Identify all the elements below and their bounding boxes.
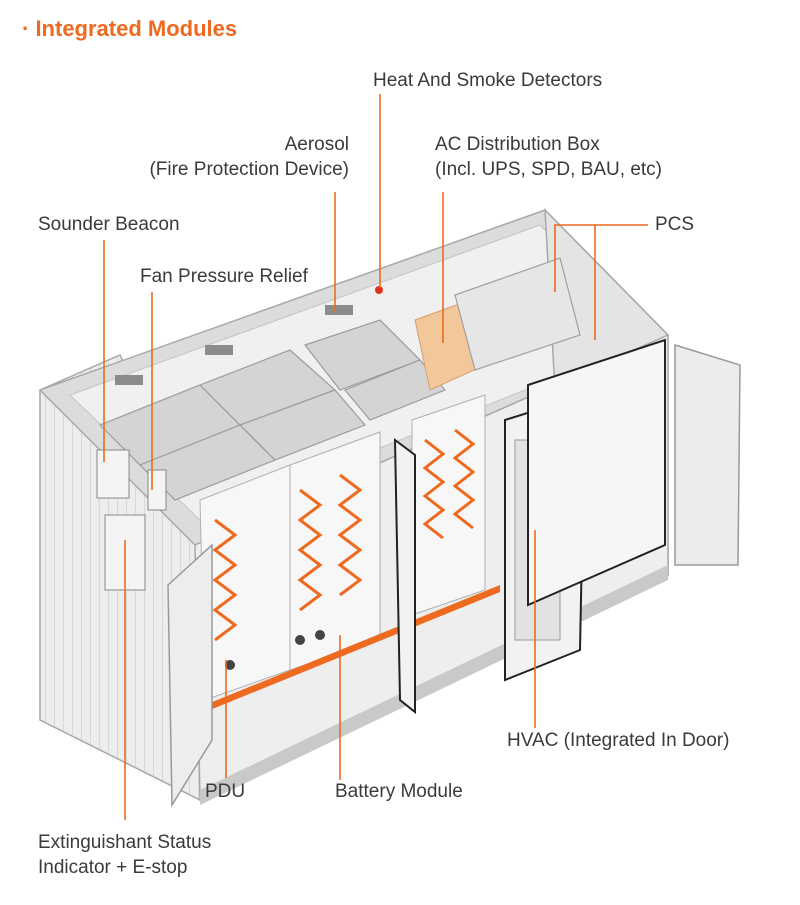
label-extinguishant-line2: Indicator + E-stop [38,857,188,878]
page-title: · Integrated Modules [22,16,238,41]
floor-strip [205,585,500,712]
leader-pcs [554,224,648,292]
label-aerosol-line1: Aerosol [284,134,349,155]
label-aerosol: Aerosol (Fire Protection Device) [100,132,349,182]
label-extinguishant-line1: Extinguishant Status [38,832,212,853]
battery-terminals [225,630,325,670]
label-ac-box-line2: (Incl. UPS, SPD, BAU, etc) [435,159,662,180]
fan-hoods [98,319,446,501]
label-fan-pressure-relief: Fan Pressure Relief [140,266,308,287]
battery-cables [212,428,476,642]
sounder-beacon-box [96,449,130,499]
label-ac-distribution-box: AC Distribution Box (Incl. UPS, SPD, BAU… [435,132,662,182]
label-pdu: PDU [205,781,246,802]
label-aerosol-line2: (Fire Protection Device) [149,159,349,180]
middle-door [393,437,416,715]
pcs-cabinet [454,257,581,371]
right-cabinet-frame [527,338,666,607]
label-battery-module: Battery Module [335,781,463,802]
detector-marker [375,286,383,294]
roof-fixtures [115,305,353,385]
left-door [167,543,213,808]
label-heat-smoke-detectors: Heat And Smoke Detectors [373,70,603,91]
label-extinguishant-status: Extinguishant Status Indicator + E-stop [38,830,211,880]
label-pcs: PCS [655,214,695,235]
label-ac-box-line1: AC Distribution Box [435,134,600,155]
label-sounder-beacon: Sounder Beacon [38,214,180,235]
right-door [674,343,741,566]
label-hvac: HVAC (Integrated In Door) [507,730,730,751]
